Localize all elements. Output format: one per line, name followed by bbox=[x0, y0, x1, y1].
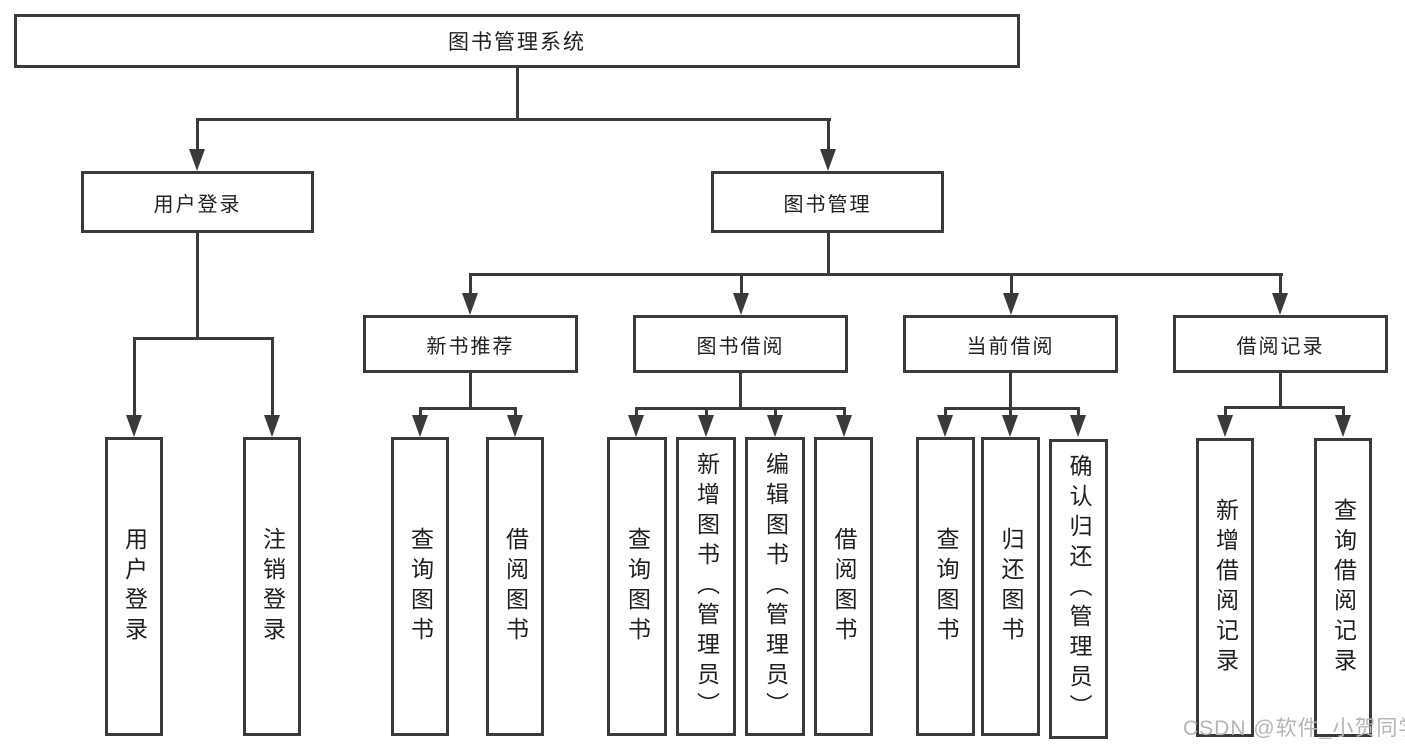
leaf-confirm-return-admin: 确认归还（管理员） bbox=[1049, 439, 1108, 739]
connector-stem-current-borrowing bbox=[1010, 273, 1013, 297]
arrow-down-icon bbox=[1003, 293, 1019, 315]
connector-book-borrowing-bar bbox=[635, 407, 846, 410]
leaf-add-books-admin: 新增图书（管理员） bbox=[676, 437, 736, 736]
connector-borrowing-records-bar bbox=[1224, 406, 1345, 409]
node-user-login: 用户登录 bbox=[81, 171, 314, 233]
arrow-down-icon bbox=[698, 415, 714, 437]
arrow-down-icon bbox=[462, 293, 478, 315]
connector-current-borrowing-stem bbox=[1009, 371, 1012, 410]
connector-stem-leaf bbox=[843, 407, 846, 419]
connector-stem-leaf bbox=[774, 407, 777, 419]
leaf-edit-books-admin: 编辑图书（管理员） bbox=[745, 437, 805, 736]
arrow-down-icon bbox=[126, 415, 142, 437]
leaf-borrow-books-recommend: 借阅图书 bbox=[486, 437, 544, 736]
connector-book-management-bar bbox=[469, 273, 1283, 276]
arrow-down-icon bbox=[1217, 415, 1233, 437]
connector-stem-leaf bbox=[944, 407, 947, 419]
leaf-logout-login: 注销登录 bbox=[243, 437, 301, 736]
arrow-down-icon bbox=[836, 415, 852, 437]
arrow-down-icon bbox=[264, 415, 280, 437]
arrow-down-icon bbox=[189, 149, 205, 171]
node-book-management: 图书管理 bbox=[711, 171, 944, 233]
arrow-down-icon bbox=[412, 415, 428, 437]
connector-stem-new-book bbox=[469, 273, 472, 297]
leaf-query-books-current: 查询图书 bbox=[916, 437, 975, 736]
connector-stem-borrowing-records bbox=[1279, 273, 1282, 297]
connector-stem-leaf bbox=[419, 407, 422, 419]
arrow-down-icon bbox=[733, 293, 749, 315]
connector-borrowing-records-stem bbox=[1279, 371, 1282, 409]
connector-stem-leaf bbox=[705, 407, 708, 419]
connector-stem-leaf bbox=[133, 337, 136, 417]
arrow-down-icon bbox=[1272, 293, 1288, 315]
connector-stem-leaf bbox=[635, 407, 638, 419]
arrow-down-icon bbox=[628, 415, 644, 437]
csdn-watermark: CSDN @软件_小贺同学 bbox=[1183, 717, 1405, 740]
connector-current-borrowing-bar bbox=[944, 407, 1080, 410]
connector-root-stem bbox=[516, 66, 519, 120]
connector-user-login-bar bbox=[133, 337, 274, 340]
connector-root-bar bbox=[196, 118, 831, 121]
connector-stem-leaf bbox=[1077, 407, 1080, 419]
connector-stem-user-login bbox=[196, 118, 199, 151]
connector-stem-book-management bbox=[827, 118, 830, 151]
connector-stem-leaf bbox=[1224, 406, 1227, 419]
node-new-book-recommendation: 新书推荐 bbox=[363, 315, 578, 373]
connector-stem-leaf bbox=[514, 407, 517, 419]
arrow-down-icon bbox=[767, 415, 783, 437]
connector-stem-book-borrowing bbox=[740, 273, 743, 297]
leaf-return-books: 归还图书 bbox=[981, 437, 1040, 736]
node-root: 图书管理系统 bbox=[14, 14, 1020, 68]
leaf-user-login: 用户登录 bbox=[105, 437, 163, 736]
node-current-borrowing: 当前借阅 bbox=[903, 315, 1118, 373]
connector-user-login-stem bbox=[196, 231, 199, 339]
node-borrowing-records: 借阅记录 bbox=[1173, 315, 1388, 373]
connector-book-borrowing-stem bbox=[739, 371, 742, 410]
leaf-query-books-borrowing: 查询图书 bbox=[607, 437, 667, 736]
connector-stem-leaf bbox=[1342, 406, 1345, 419]
node-book-borrowing: 图书借阅 bbox=[633, 315, 848, 373]
leaf-add-borrow-record: 新增借阅记录 bbox=[1196, 438, 1254, 737]
connector-new-book-bar bbox=[419, 407, 517, 410]
arrow-down-icon bbox=[1335, 415, 1351, 437]
arrow-down-icon bbox=[820, 149, 836, 171]
connector-new-book-stem bbox=[469, 371, 472, 410]
leaf-query-books-recommend: 查询图书 bbox=[391, 437, 449, 736]
connector-stem-leaf bbox=[1009, 407, 1012, 419]
leaf-borrow-books-borrowing: 借阅图书 bbox=[814, 437, 873, 736]
arrow-down-icon bbox=[937, 415, 953, 437]
arrow-down-icon bbox=[1002, 415, 1018, 437]
connector-book-management-stem bbox=[827, 231, 830, 275]
arrow-down-icon bbox=[1070, 415, 1086, 437]
arrow-down-icon bbox=[507, 415, 523, 437]
connector-stem-leaf bbox=[271, 337, 274, 417]
leaf-query-borrow-record: 查询借阅记录 bbox=[1314, 438, 1372, 737]
